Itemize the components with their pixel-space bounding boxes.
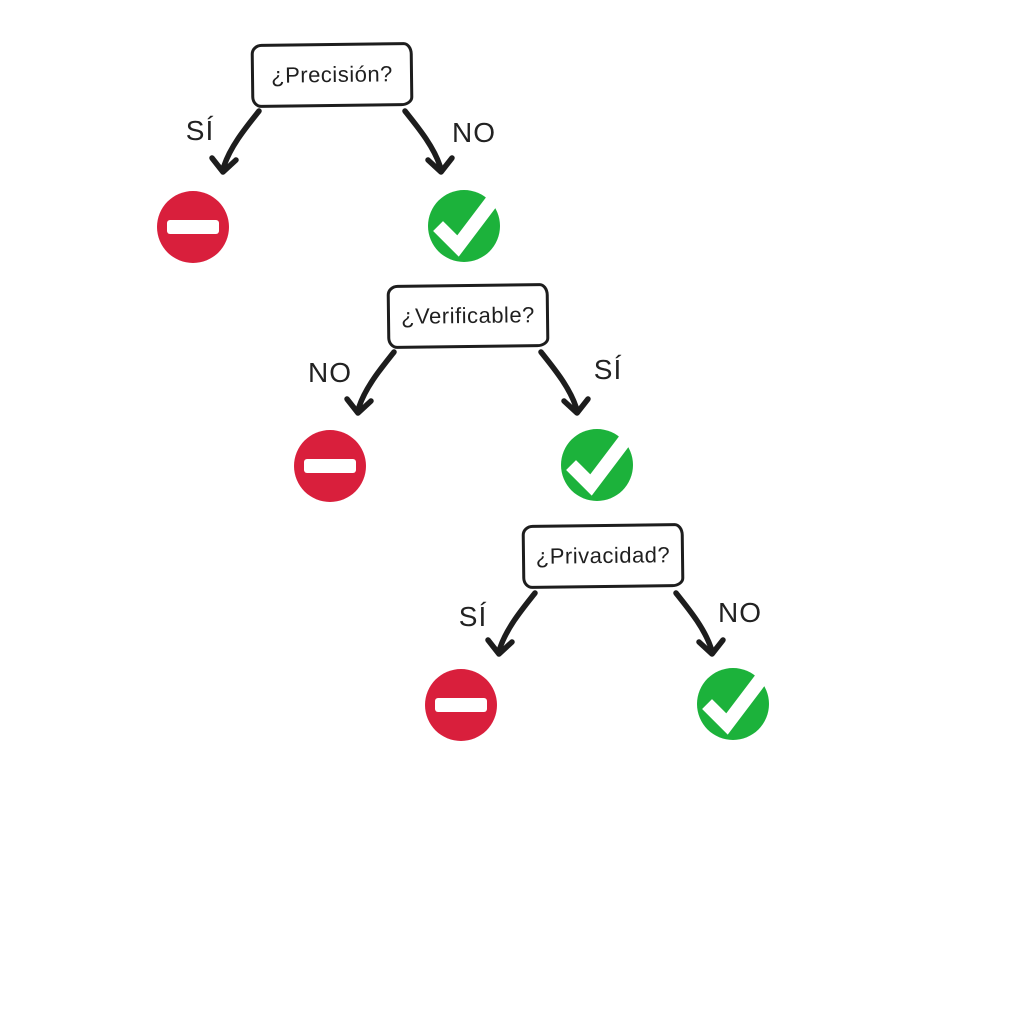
question-node-precision: ¿Precisión? <box>250 42 414 108</box>
check-icon <box>697 668 771 740</box>
branch-arrow <box>209 108 262 175</box>
branch-arrow <box>402 108 455 175</box>
check-icon <box>561 429 635 501</box>
no-entry-icon <box>294 430 366 502</box>
no-entry-icon <box>425 669 497 741</box>
branch-label-no: NO <box>308 357 352 388</box>
branch-arrow <box>538 349 591 416</box>
question-node-privacidad: ¿Privacidad? <box>521 523 685 589</box>
branch-label-si: SÍ <box>593 354 623 385</box>
question-text: ¿Precisión? <box>271 61 393 88</box>
no-entry-icon <box>157 191 229 263</box>
question-node-verificable: ¿Verificable? <box>386 283 550 349</box>
check-icon <box>428 190 502 262</box>
branch-label-no: NO <box>718 597 762 628</box>
branch-label-si: SÍ <box>458 601 488 632</box>
question-text: ¿Verificable? <box>401 302 535 329</box>
branch-label-si: SÍ <box>185 115 215 146</box>
question-text: ¿Privacidad? <box>535 542 671 569</box>
branch-label-no: NO <box>452 117 496 148</box>
branch-arrow <box>485 590 538 657</box>
branch-arrow <box>673 590 726 657</box>
branch-arrow <box>344 349 397 416</box>
